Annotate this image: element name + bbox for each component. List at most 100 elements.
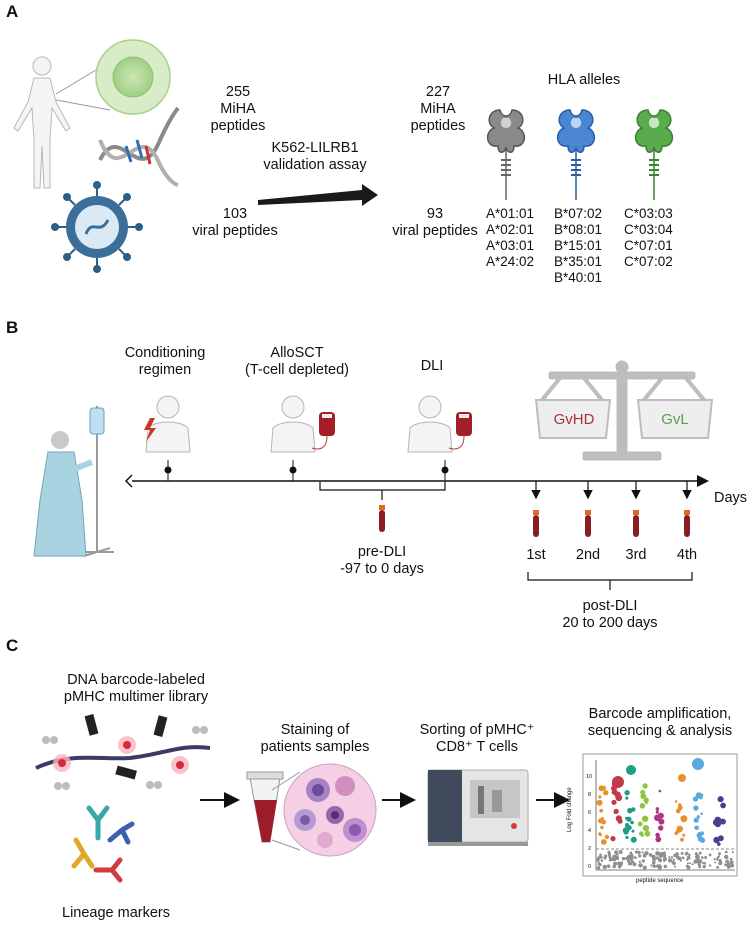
mini-plot-point — [678, 774, 686, 782]
mini-plot-point — [620, 861, 624, 865]
mini-plot-point — [672, 858, 675, 861]
mini-plot-point — [718, 835, 724, 842]
mini-plot-point — [603, 790, 609, 796]
mini-plot-point — [700, 812, 703, 816]
mini-plot-point — [724, 860, 728, 863]
mini-plot-ytick: 0 — [588, 864, 592, 870]
mini-plot-point — [599, 855, 603, 859]
mini-plot-point — [598, 832, 601, 836]
mini-plot-point — [730, 863, 735, 868]
mini-plot-point — [597, 860, 600, 864]
mini-plot-point — [642, 825, 650, 832]
mini-plot-point — [626, 859, 631, 863]
miha-count-after: 227 MiHA peptides — [410, 84, 466, 134]
mini-plot-point — [602, 864, 607, 870]
mini-plot-point — [642, 783, 648, 789]
post-dli-1st: 1st — [526, 547, 546, 563]
mini-plot-ytick: 6 — [588, 810, 592, 816]
mini-plot-point — [692, 758, 704, 770]
mini-plot-point — [727, 865, 730, 868]
mini-plot-point — [717, 796, 724, 803]
mini-plot-point — [681, 856, 685, 860]
mini-plot-point — [730, 861, 733, 864]
library-label: DNA barcode-labeled pMHC multimer librar… — [63, 672, 209, 705]
mini-plot-point — [674, 831, 678, 836]
hla-a-list: A*01:01 A*02:01 A*03:01 A*24:02 — [486, 206, 535, 269]
mini-plot-point — [698, 851, 702, 855]
pmhc-multimer-icon — [53, 736, 189, 774]
mini-plot-point — [716, 856, 720, 859]
mini-plot-point — [663, 857, 667, 861]
blood-tube-icon — [379, 505, 385, 532]
mini-plot-point — [693, 817, 699, 823]
mini-plot-points — [596, 758, 735, 870]
mhc-molecule-icon — [42, 726, 208, 790]
panel-letter-c: C — [6, 636, 19, 655]
mini-plot-point — [652, 856, 656, 860]
mini-plot-point — [643, 797, 649, 803]
mini-plot-point — [694, 825, 699, 831]
mini-plot-point — [615, 794, 623, 802]
mini-plot-point — [694, 852, 698, 856]
mini-plot-point — [658, 825, 664, 831]
mini-plot-point — [655, 856, 659, 860]
mini-plot-point — [658, 854, 663, 858]
hla-b-list: B*07:02 B*08:01 B*15:01 B*35:01 B*40:01 — [554, 206, 603, 285]
mini-plot-point — [720, 802, 726, 809]
human-body-icon — [13, 56, 71, 189]
mini-plot-point — [625, 796, 629, 800]
validation-arrow — [258, 184, 378, 206]
mini-plot-point — [596, 858, 600, 862]
mini-plot-point — [626, 765, 636, 775]
mini-plot-point — [708, 864, 712, 867]
mini-plot-point — [642, 853, 647, 858]
mini-plot-point — [679, 857, 682, 860]
mini-plot-point — [712, 819, 720, 826]
mini-plot-point — [624, 790, 630, 796]
hla-c-molecule-icon — [634, 109, 674, 200]
mini-plot-point — [641, 815, 649, 822]
mini-plot-point — [716, 858, 719, 861]
timeline-events — [164, 460, 449, 481]
mini-plot-point — [696, 815, 700, 819]
mini-plot-point — [613, 855, 618, 859]
lineage-markers-label: Lineage markers — [62, 905, 170, 921]
dli-label: DLI — [420, 358, 444, 374]
mini-plot-point — [630, 807, 636, 812]
hla-c-list: C*03:03 C*03:04 C*07:01 C*07:02 — [624, 206, 673, 269]
assay-label: K562-LILRB1 validation assay — [263, 140, 367, 173]
mini-plot-point — [680, 851, 684, 855]
mini-plot-point — [638, 854, 642, 858]
mini-plot-point — [656, 864, 660, 868]
miha-count-before: 255 MiHA peptides — [210, 84, 266, 134]
mini-plot-point — [613, 811, 617, 814]
blood-bag-icon — [448, 412, 472, 450]
mini-plot-point — [600, 825, 604, 830]
mini-plot-point — [628, 861, 633, 866]
pre-dli-brace — [319, 482, 446, 500]
mini-plot-point — [670, 856, 674, 859]
lightning-icon — [144, 418, 156, 442]
mini-plot-point — [655, 836, 662, 843]
blood-tube-icon — [633, 510, 639, 537]
mini-plot-ytick: 4 — [588, 828, 592, 834]
conditioning-label: Conditioning regimen — [124, 345, 206, 378]
mini-plot-point — [607, 865, 611, 869]
days-axis-label: Days — [714, 490, 748, 506]
mini-plot-point — [601, 819, 606, 825]
mini-plot-point — [717, 842, 721, 846]
mini-plot-point — [672, 861, 676, 866]
zoom-line — [55, 69, 97, 95]
mini-plot-point — [622, 827, 630, 834]
mini-plot-point — [613, 861, 618, 866]
mini-plot-point — [675, 855, 680, 860]
mini-plot-point — [611, 799, 617, 805]
mini-plot-point — [686, 858, 689, 862]
hla-b-molecule-icon — [556, 109, 596, 200]
mini-plot-point — [630, 820, 634, 825]
mini-plot-ylabel: Log Fold change — [567, 787, 573, 832]
dli-person-icon — [407, 395, 453, 453]
mini-plot-point — [655, 810, 659, 814]
mini-plot-point — [698, 859, 703, 864]
